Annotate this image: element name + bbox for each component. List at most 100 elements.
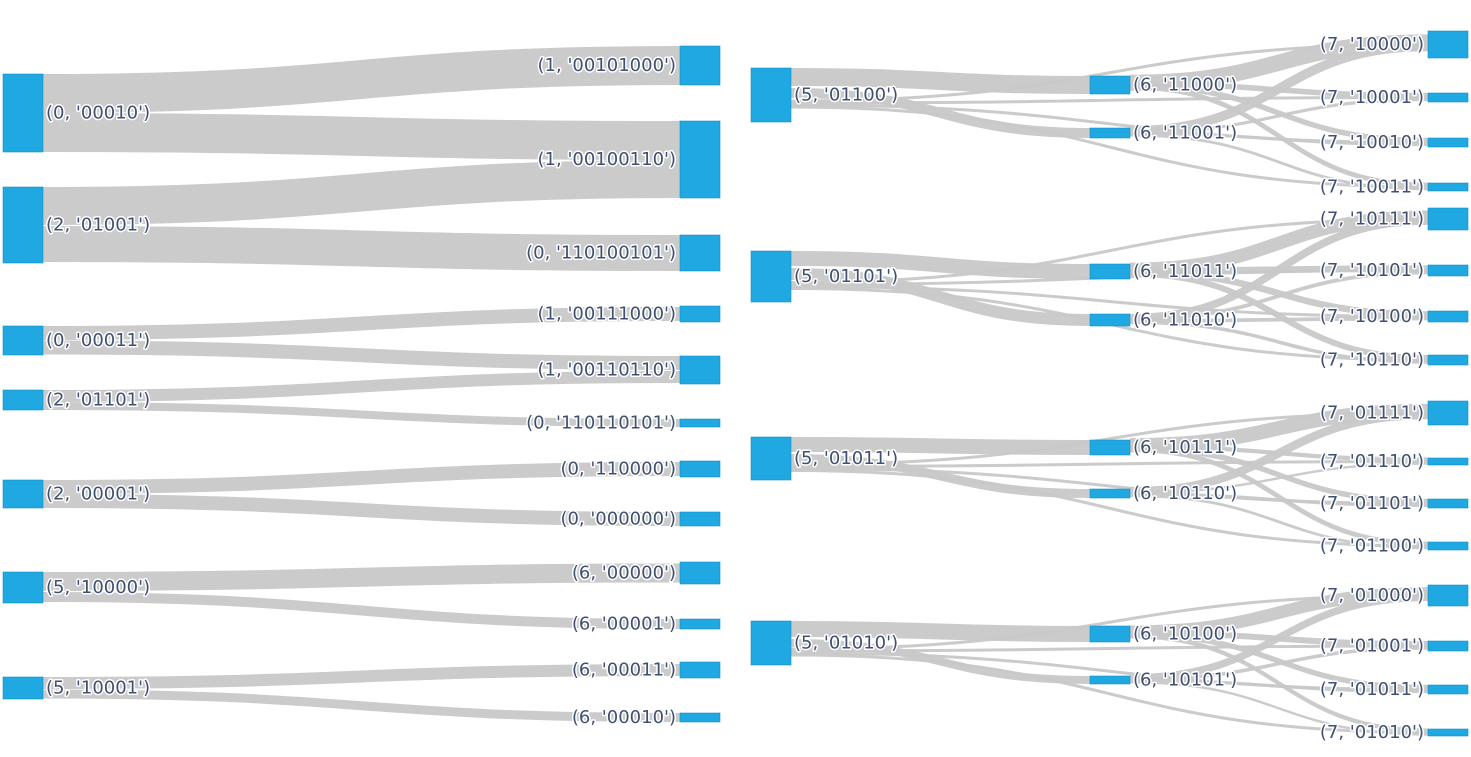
link-g2-src-tgt3	[790, 469, 1429, 548]
link-l0-r0	[42, 46, 681, 113]
node-label-5-10000: (5, '10000')	[46, 577, 150, 598]
link-g1-src-tgt0	[790, 217, 1429, 284]
link-g1-mid1-tgt0	[1129, 217, 1429, 322]
node-label-1-00100110: (1, '00100110')	[538, 149, 676, 170]
node-label-6-10101: (6, '10101')	[1133, 670, 1237, 691]
node-label-2-00001: (2, '00001')	[46, 484, 150, 505]
link-l6-r10	[42, 664, 681, 689]
link-g0-mid0-tgt0	[1129, 34, 1429, 91]
link-g3-src-tgt3	[790, 653, 1429, 734]
node-1-00110110	[679, 355, 721, 385]
node-5-01010	[750, 620, 792, 666]
node-2-01101	[2, 389, 44, 411]
node-0-00010	[2, 73, 44, 153]
node-6-11010	[1089, 313, 1131, 327]
node-label-6-11001: (6, '11001')	[1133, 123, 1237, 144]
node-label-1-00111000: (1, '00111000')	[538, 304, 676, 325]
link-l3-r5	[42, 402, 681, 427]
node-label-7-10111: (7, '10111')	[1320, 209, 1424, 230]
node-label-7-10110: (7, '10110')	[1320, 350, 1424, 371]
link-g1-mid1-tgt3	[1129, 320, 1429, 364]
node-label-6-11000: (6, '11000')	[1133, 75, 1237, 96]
node-1-00101000	[679, 45, 721, 86]
link-l3-r4	[42, 371, 681, 402]
node-label-0-00011: (0, '00011')	[46, 330, 150, 351]
node-6-00010	[679, 712, 721, 723]
node-label-6-10100: (6, '10100')	[1133, 624, 1237, 645]
sankey-links	[42, 34, 1429, 736]
node-label-0-000000: (0, '000000')	[560, 509, 676, 530]
node-0-110100101	[679, 234, 721, 272]
node-7-01010	[1427, 728, 1469, 737]
node-label-7-01001: (7, '01001')	[1320, 636, 1424, 657]
node-0-000000	[679, 511, 721, 527]
node-0-110000	[679, 460, 721, 478]
node-7-10000	[1427, 30, 1469, 59]
node-7-10111	[1427, 207, 1469, 231]
node-7-10100	[1427, 310, 1469, 323]
node-label-6-00000: (6, '00000')	[572, 563, 676, 584]
node-0-00011	[2, 325, 44, 356]
node-6-10111	[1089, 439, 1131, 456]
link-g0-mid1-tgt2	[1129, 132, 1429, 147]
link-g3-mid0-tgt2	[1129, 632, 1429, 691]
node-label-5-01011: (5, '01011')	[794, 448, 898, 469]
node-5-01011	[750, 436, 792, 481]
node-6-10101	[1089, 675, 1131, 685]
node-1-00111000	[679, 305, 721, 323]
node-label-7-10000: (7, '10000')	[1320, 34, 1424, 55]
node-7-10001	[1427, 92, 1469, 103]
node-label-2-01101: (2, '01101')	[46, 390, 150, 411]
node-6-10110	[1089, 488, 1131, 499]
link-g1-src-mid1	[790, 268, 1091, 326]
link-g0-mid1-tgt3	[1129, 133, 1429, 191]
link-l1-r1	[42, 160, 681, 225]
node-label-6-00011: (6, '00011')	[572, 660, 676, 681]
link-g2-mid0-tgt3	[1129, 447, 1429, 547]
link-l5-r9	[42, 592, 681, 629]
node-6-10100	[1089, 625, 1131, 643]
node-label-5-10001: (5, '10001')	[46, 678, 150, 699]
node-label-6-11011: (6, '11011')	[1133, 261, 1237, 282]
link-g0-mid0-tgt2	[1129, 83, 1429, 144]
node-label-1-00110110: (1, '00110110')	[538, 360, 676, 381]
node-label-5-01101: (5, '01101')	[794, 266, 898, 287]
link-g2-mid1-tgt3	[1129, 494, 1429, 550]
node-5-01100	[750, 67, 792, 123]
node-label-7-01011: (7, '01011')	[1320, 679, 1424, 700]
node-label-0-110110101: (0, '110110101')	[526, 413, 676, 434]
link-l4-r7	[42, 494, 681, 526]
node-label-6-11010: (6, '11010')	[1133, 310, 1237, 331]
node-label-0-110100101: (0, '110100101')	[526, 243, 676, 264]
link-g0-mid1-tgt0	[1129, 41, 1429, 136]
node-label-6-10111: (6, '10111')	[1133, 437, 1237, 458]
node-label-5-01100: (5, '01100')	[794, 85, 898, 106]
link-g2-mid0-tgt0	[1129, 403, 1429, 453]
link-g0-mid0-tgt3	[1129, 84, 1429, 188]
link-g1-mid1-tgt2	[1129, 316, 1429, 323]
node-6-11001	[1089, 127, 1131, 139]
node-7-01001	[1427, 640, 1469, 652]
node-label-7-10011: (7, '10011')	[1320, 177, 1424, 198]
link-g3-src-tgt0	[790, 594, 1429, 651]
node-2-01001	[2, 186, 44, 264]
node-label-7-10010: (7, '10010')	[1320, 132, 1424, 153]
link-l1-r2	[42, 226, 681, 271]
node-7-10110	[1427, 354, 1469, 366]
link-g3-mid1-tgt2	[1129, 679, 1429, 694]
node-label-7-01101: (7, '01101')	[1320, 493, 1424, 514]
link-g3-mid1-tgt0	[1129, 593, 1429, 682]
node-label-7-01110: (7, '01110')	[1320, 451, 1424, 472]
node-5-10001	[2, 676, 44, 700]
node-5-10000	[2, 571, 44, 604]
link-g3-mid1-tgt1	[1129, 646, 1429, 681]
link-l4-r6	[42, 462, 681, 494]
node-label-6-10110: (6, '10110')	[1133, 483, 1237, 504]
node-0-110110101	[679, 418, 721, 428]
node-label-6-00001: (6, '00001')	[572, 614, 676, 635]
link-g2-mid0-tgt2	[1129, 445, 1429, 505]
node-7-10010	[1427, 137, 1469, 148]
node-7-01100	[1427, 541, 1469, 551]
sankey-nodes	[2, 30, 1469, 737]
